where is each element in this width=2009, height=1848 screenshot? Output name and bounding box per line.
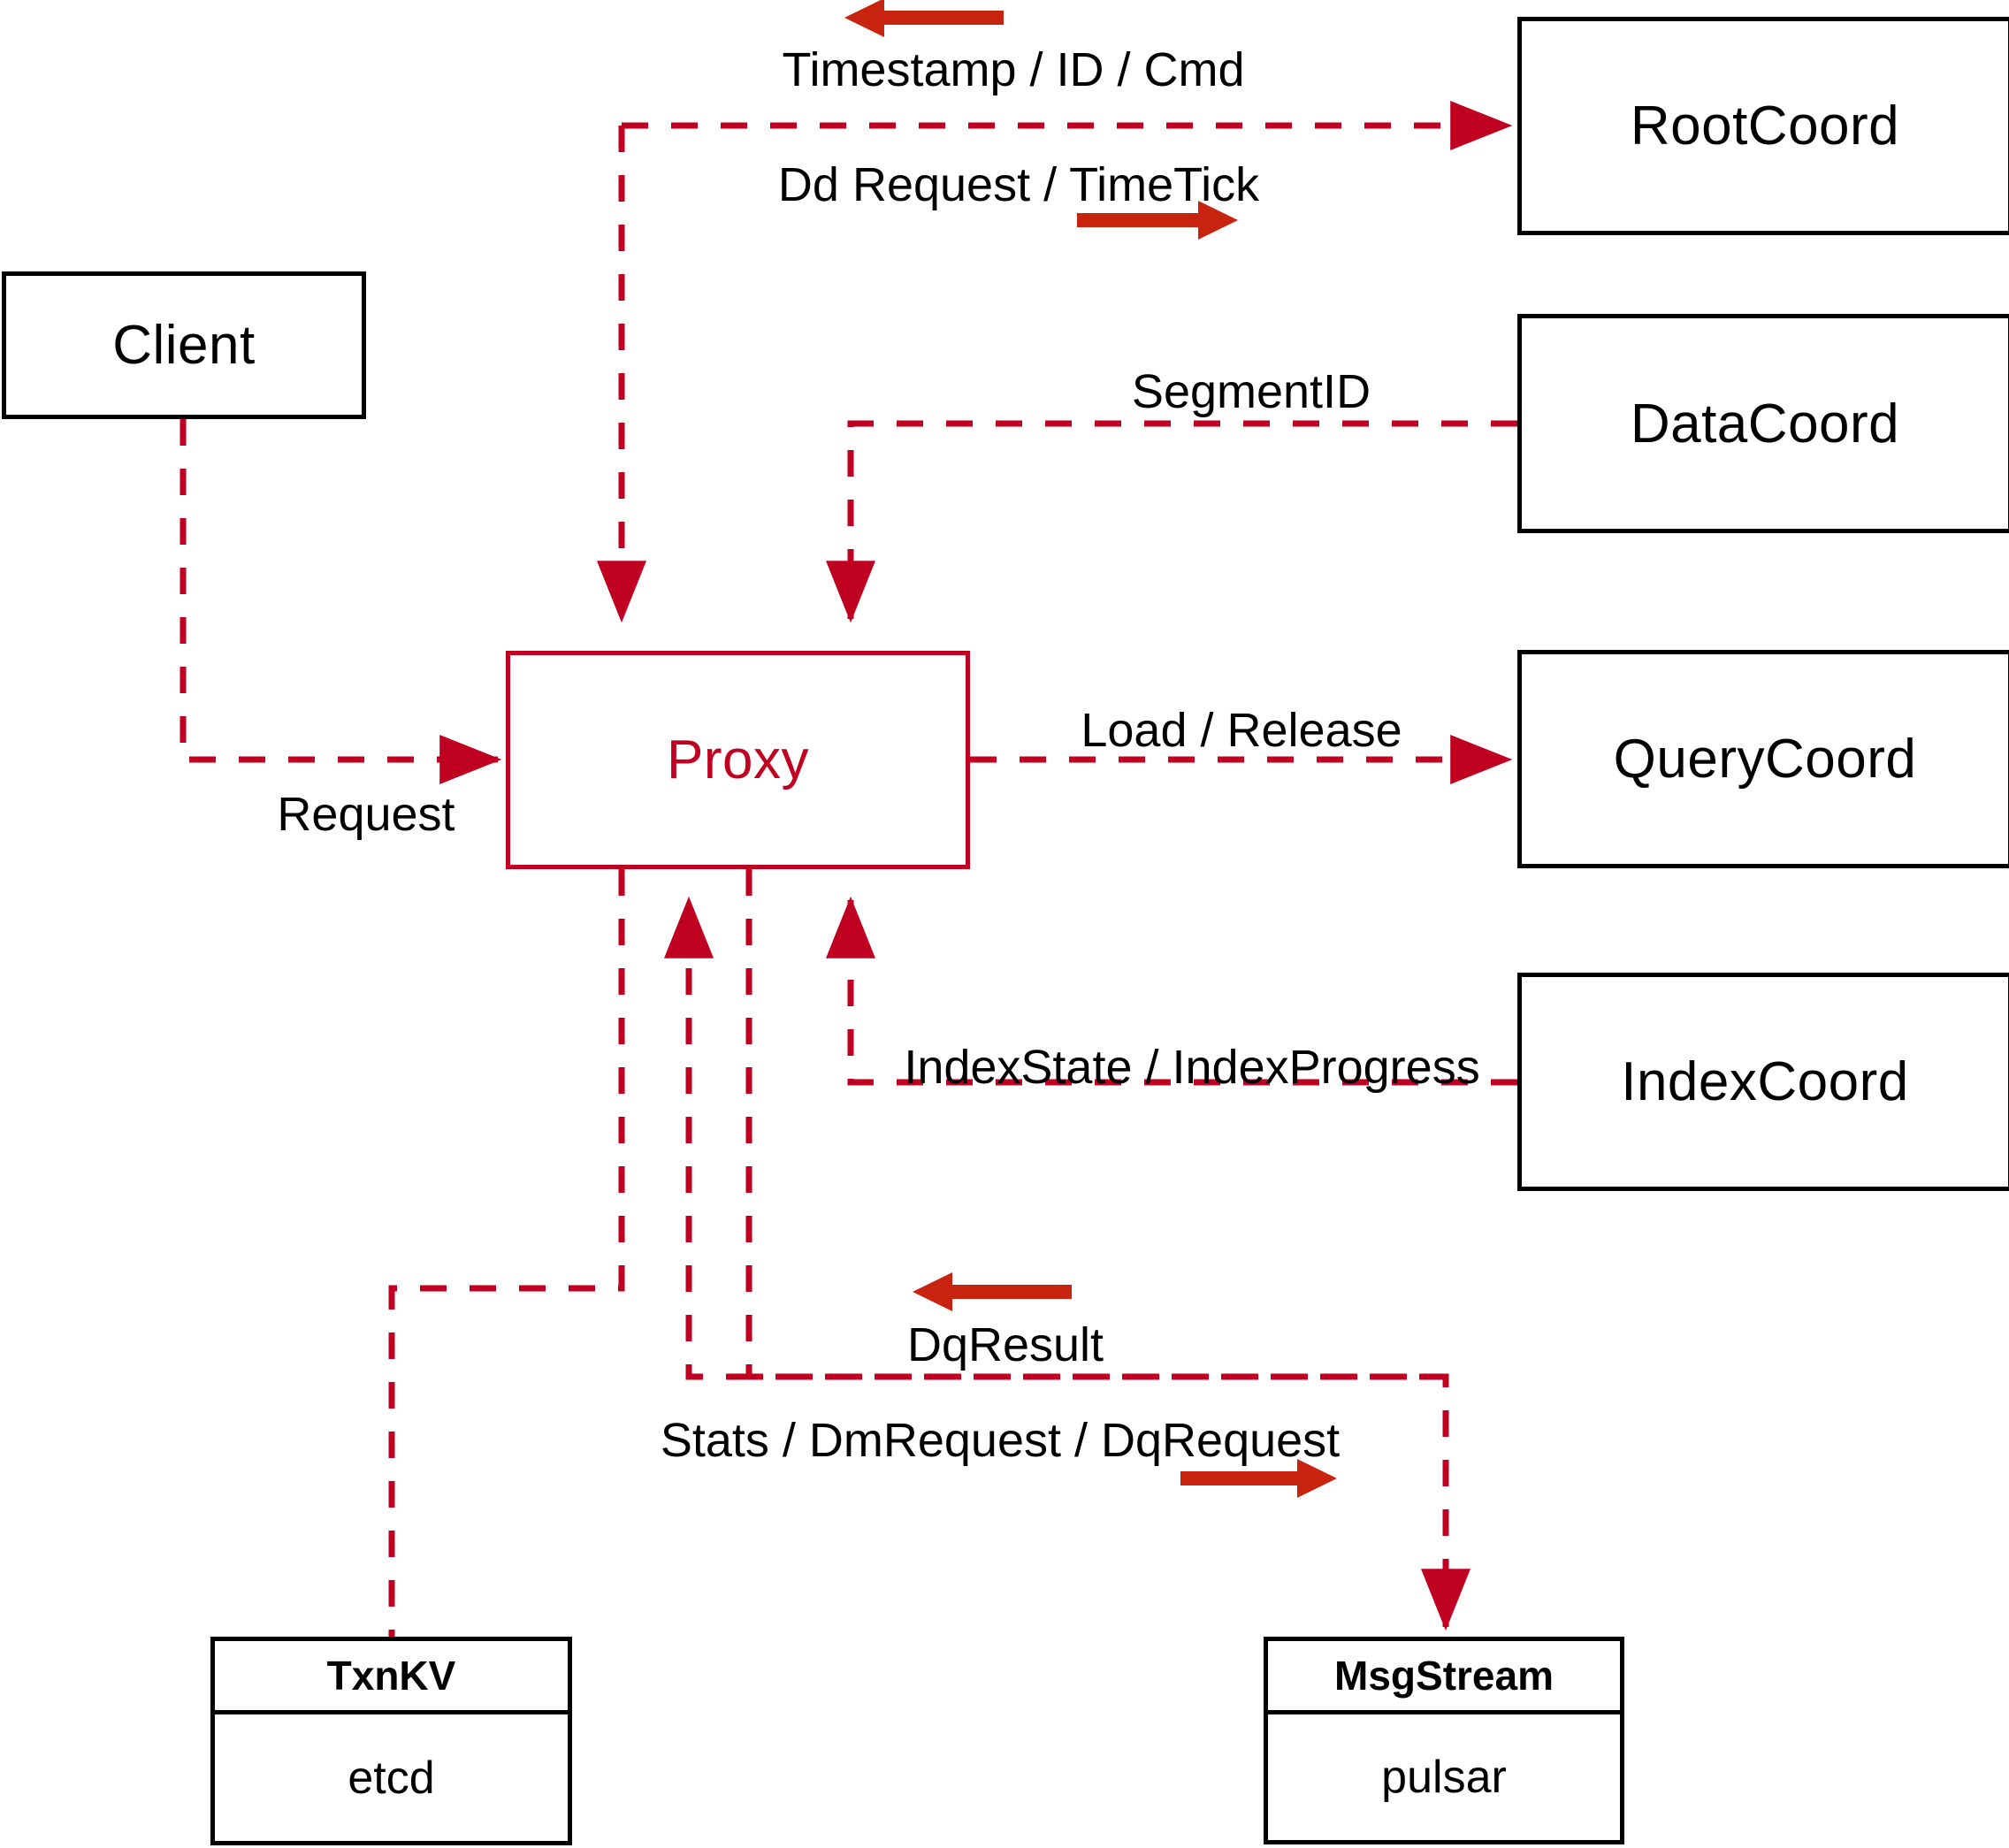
node-txnkv-header: TxnKV bbox=[215, 1641, 568, 1714]
node-msgstream-body: pulsar bbox=[1268, 1714, 1620, 1840]
node-msgstream[interactable]: MsgStream pulsar bbox=[1264, 1637, 1624, 1844]
edge-label-timestamp-id-cmd: Timestamp / ID / Cmd bbox=[782, 43, 1245, 96]
connector-proxy-rootcoord bbox=[597, 101, 1513, 623]
node-rootcoord[interactable]: RootCoord bbox=[1517, 17, 2009, 235]
edge-label-dd-request-timetick: Dd Request / TimeTick bbox=[777, 158, 1260, 211]
connector-msgstream-proxy bbox=[664, 896, 1446, 1380]
node-client-label: Client bbox=[112, 315, 256, 376]
node-txnkv-body: etcd bbox=[215, 1714, 568, 1841]
node-txnkv[interactable]: TxnKV etcd bbox=[210, 1637, 572, 1845]
node-proxy-label: Proxy bbox=[667, 729, 809, 790]
edge-label-load-release: Load / Release bbox=[1081, 704, 1402, 757]
node-proxy[interactable]: Proxy bbox=[506, 651, 970, 869]
connector-proxy-txnkv bbox=[388, 869, 625, 1637]
node-msgstream-impl: pulsar bbox=[1381, 1752, 1507, 1803]
edge-label-indexstate-indexprogress: IndexState / IndexProgress bbox=[904, 1041, 1480, 1094]
node-datacoord[interactable]: DataCoord bbox=[1517, 314, 2009, 533]
edge-label-dqresult: DqResult bbox=[906, 1318, 1104, 1371]
node-msgstream-header: MsgStream bbox=[1268, 1641, 1620, 1714]
direction-arrow-dqresult-left bbox=[913, 1272, 1072, 1311]
connector-client-proxy bbox=[180, 419, 502, 784]
direction-arrow-ddrequest-right bbox=[1077, 201, 1238, 240]
node-rootcoord-label: RootCoord bbox=[1630, 95, 1900, 157]
node-indexcoord-label: IndexCoord bbox=[1621, 1051, 1909, 1112]
node-indexcoord[interactable]: IndexCoord bbox=[1517, 973, 2009, 1191]
connector-datacoord-proxy bbox=[826, 420, 1517, 623]
edge-label-request: Request bbox=[277, 788, 455, 841]
node-datacoord-label: DataCoord bbox=[1630, 393, 1900, 454]
direction-arrow-dqrequest-right bbox=[1180, 1459, 1337, 1498]
edge-label-stats-dmrequest-dqrequest: Stats / DmRequest / DqRequest bbox=[660, 1414, 1341, 1467]
direction-arrow-timestamp-left bbox=[844, 0, 1004, 37]
node-txnkv-title: TxnKV bbox=[326, 1653, 456, 1699]
node-msgstream-title: MsgStream bbox=[1334, 1653, 1554, 1699]
connector-indexcoord-proxy bbox=[826, 896, 1517, 1086]
node-querycoord[interactable]: QueryCoord bbox=[1517, 650, 2009, 868]
node-client[interactable]: Client bbox=[2, 271, 366, 419]
node-querycoord-label: QueryCoord bbox=[1613, 729, 1917, 790]
edge-label-segmentid: SegmentID bbox=[1131, 365, 1371, 418]
node-txnkv-impl: etcd bbox=[348, 1752, 435, 1804]
